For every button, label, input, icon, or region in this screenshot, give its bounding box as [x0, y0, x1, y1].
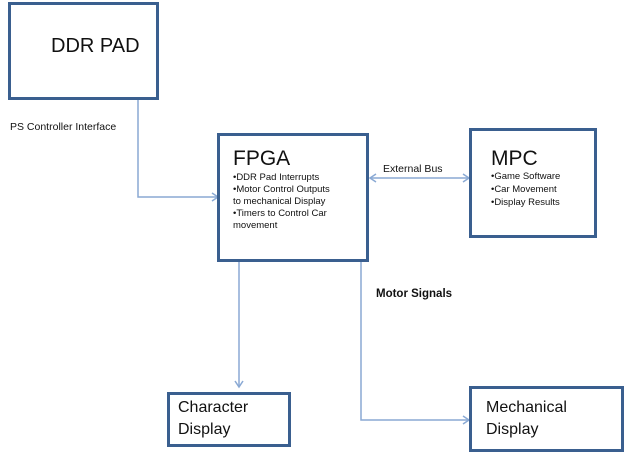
fpga-bullet: •DDR Pad Interrupts: [233, 172, 320, 183]
ps-controller-connector: [137, 99, 218, 198]
fpga-bullet: to mechanical Display: [233, 196, 326, 207]
character-display-line1: Character: [178, 399, 249, 416]
fpga-block: FPGA •DDR Pad Interrupts •Motor Control …: [217, 133, 369, 262]
mechanical-display-line1: Mechanical: [486, 399, 567, 416]
mpc-block: MPC •Game Software •Car Movement •Displa…: [469, 128, 597, 238]
character-display-line2: Display: [178, 421, 231, 438]
fpga-bullet: •Motor Control Outputs: [233, 184, 330, 195]
mpc-bullet: •Car Movement: [491, 184, 557, 195]
ddr-pad-title: DDR PAD: [51, 35, 140, 57]
external-bus-label: External Bus: [383, 163, 443, 175]
mpc-title: MPC: [491, 147, 538, 170]
mpc-bullet: •Display Results: [491, 197, 560, 208]
character-display-block: Character Display: [167, 392, 291, 447]
fpga-bullet: movement: [233, 220, 278, 231]
arrowhead-character-display: [234, 380, 244, 389]
ps-controller-label: PS Controller Interface: [10, 121, 117, 133]
fpga-title: FPGA: [233, 147, 291, 170]
motor-signals-connector: [360, 261, 469, 421]
arrowhead-bus-left: [368, 173, 377, 183]
fpga-bullet: •Timers to Control Car: [233, 208, 327, 219]
mechanical-display-block: Mechanical Display: [469, 386, 624, 452]
mechanical-display-line2: Display: [486, 421, 539, 438]
mpc-bullet: •Game Software: [491, 171, 561, 182]
motor-signals-label: Motor Signals: [376, 288, 453, 300]
ddr-pad-block: DDR PAD: [8, 2, 159, 100]
